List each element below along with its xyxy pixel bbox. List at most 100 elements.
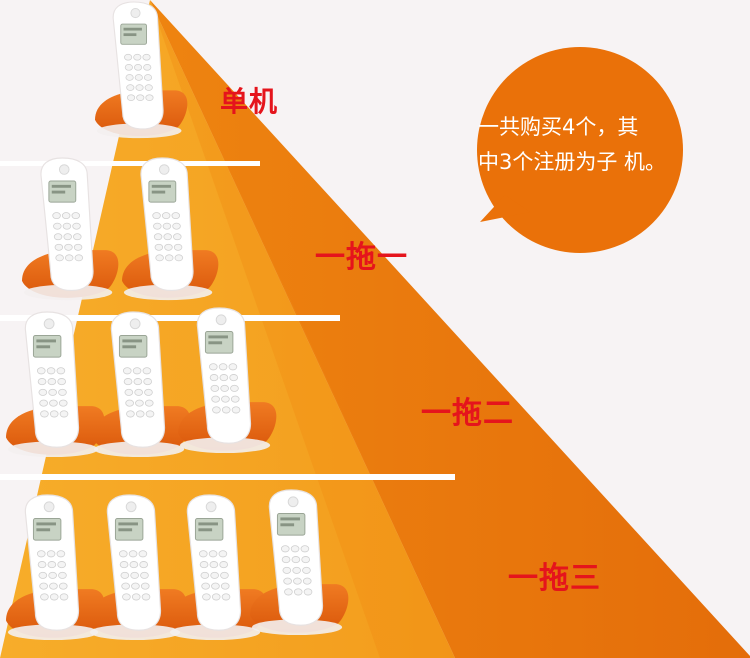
- phone-key: [47, 378, 57, 386]
- speech-bubble-line-2: 中3个注册为子 机。: [478, 150, 667, 174]
- phone-earpiece-icon: [205, 501, 217, 513]
- phone-key: [136, 94, 145, 101]
- phone-key: [290, 545, 300, 553]
- phone-key: [48, 388, 57, 396]
- speech-bubble-line-1: 一共购买4个，其: [478, 115, 639, 139]
- tier-label-one-plus-one: 一拖一: [315, 240, 408, 275]
- phone-key: [36, 550, 46, 558]
- phone-key: [52, 212, 61, 220]
- phone-key: [54, 243, 64, 251]
- phone-key: [53, 222, 62, 230]
- phone-tier4-4: [250, 489, 349, 636]
- phone-key: [153, 233, 163, 241]
- phone-key: [172, 222, 181, 230]
- phone-key: [121, 582, 130, 590]
- phone-key: [125, 399, 134, 407]
- phone-key: [281, 556, 291, 564]
- phone-key: [198, 550, 208, 558]
- phone-key: [199, 561, 209, 569]
- phone-key: [124, 388, 134, 396]
- phone-key: [134, 64, 143, 71]
- phone-tier2-2: [122, 157, 219, 301]
- phone-key: [63, 233, 72, 241]
- phone-key: [144, 399, 154, 407]
- phone-key: [125, 74, 134, 81]
- phone-earpiece-icon: [130, 7, 141, 19]
- phone-key: [210, 571, 219, 579]
- phone-key: [64, 243, 73, 251]
- phone-key: [142, 367, 152, 375]
- speech-bubble: [477, 47, 683, 253]
- phone-key: [58, 399, 68, 407]
- phone-screen-line: [198, 528, 213, 532]
- phone-key: [62, 222, 72, 230]
- phone-key: [58, 388, 67, 396]
- phone-key: [293, 577, 302, 585]
- phone-earpiece-icon: [215, 314, 227, 326]
- phone-key: [154, 243, 164, 251]
- phone-key: [211, 582, 220, 590]
- phone-earpiece-icon: [287, 496, 299, 508]
- phone-key: [280, 545, 290, 553]
- phone-earpiece-icon: [125, 501, 137, 513]
- phone-key: [141, 593, 151, 601]
- phone-key: [143, 64, 152, 71]
- phone-screen-line: [51, 190, 66, 194]
- phone-key: [283, 577, 292, 585]
- phone-key: [56, 550, 66, 558]
- phone-key: [61, 212, 71, 220]
- phone-key: [134, 388, 143, 396]
- phone-key: [164, 243, 173, 251]
- phone-key: [143, 378, 152, 386]
- phone-tier1-1: [95, 1, 188, 139]
- phone-key: [163, 233, 172, 241]
- phone-base-shadow: [123, 284, 213, 301]
- phone-key: [120, 571, 130, 579]
- phone-key: [202, 593, 211, 601]
- phone-key: [302, 577, 312, 585]
- phone-key: [138, 550, 148, 558]
- tier-label-single: 单机: [220, 85, 279, 118]
- phone-key: [292, 566, 301, 574]
- phone-key: [173, 233, 182, 241]
- phone-key: [153, 222, 162, 230]
- phone-key: [201, 582, 210, 590]
- phone-key: [128, 550, 138, 558]
- phone-key: [221, 593, 231, 601]
- phone-key: [57, 561, 66, 569]
- phone-key: [131, 593, 141, 601]
- phone-key: [126, 84, 135, 91]
- phone-key: [39, 399, 48, 407]
- phone-base-shadow: [7, 624, 99, 641]
- phone-screen-line: [198, 522, 218, 526]
- phone-key: [53, 233, 63, 241]
- phone-key: [56, 367, 66, 375]
- tier-divider-1: [0, 161, 260, 166]
- phone-screen-line: [118, 528, 133, 532]
- phone-key: [38, 388, 48, 396]
- phone-key: [162, 222, 172, 230]
- phone-key: [46, 550, 56, 558]
- phone-screen-line: [280, 523, 295, 527]
- phone-base-shadow: [7, 441, 99, 458]
- phone-base-shadow: [96, 123, 182, 139]
- speech-bubble-text: 一共购买4个，其 中3个注册为子 机。: [478, 110, 688, 180]
- phone-base-shadow: [93, 441, 185, 458]
- phone-screen-line: [151, 190, 166, 194]
- phone-key: [221, 395, 230, 403]
- phone-key: [301, 556, 310, 564]
- phone-key: [208, 550, 218, 558]
- phone-key: [135, 410, 145, 418]
- phone-key: [212, 406, 221, 414]
- phone-key: [49, 582, 58, 590]
- phone-key: [38, 571, 48, 579]
- phone-key: [40, 593, 49, 601]
- phone-key: [40, 410, 49, 418]
- phone-key: [124, 53, 133, 61]
- phone-base-shadow: [251, 619, 343, 636]
- phone-screen-line: [122, 339, 142, 343]
- phone-earpiece-icon: [43, 318, 55, 330]
- phone-tier4-2: [88, 494, 187, 641]
- phone-key: [143, 74, 153, 81]
- phone-key: [47, 561, 57, 569]
